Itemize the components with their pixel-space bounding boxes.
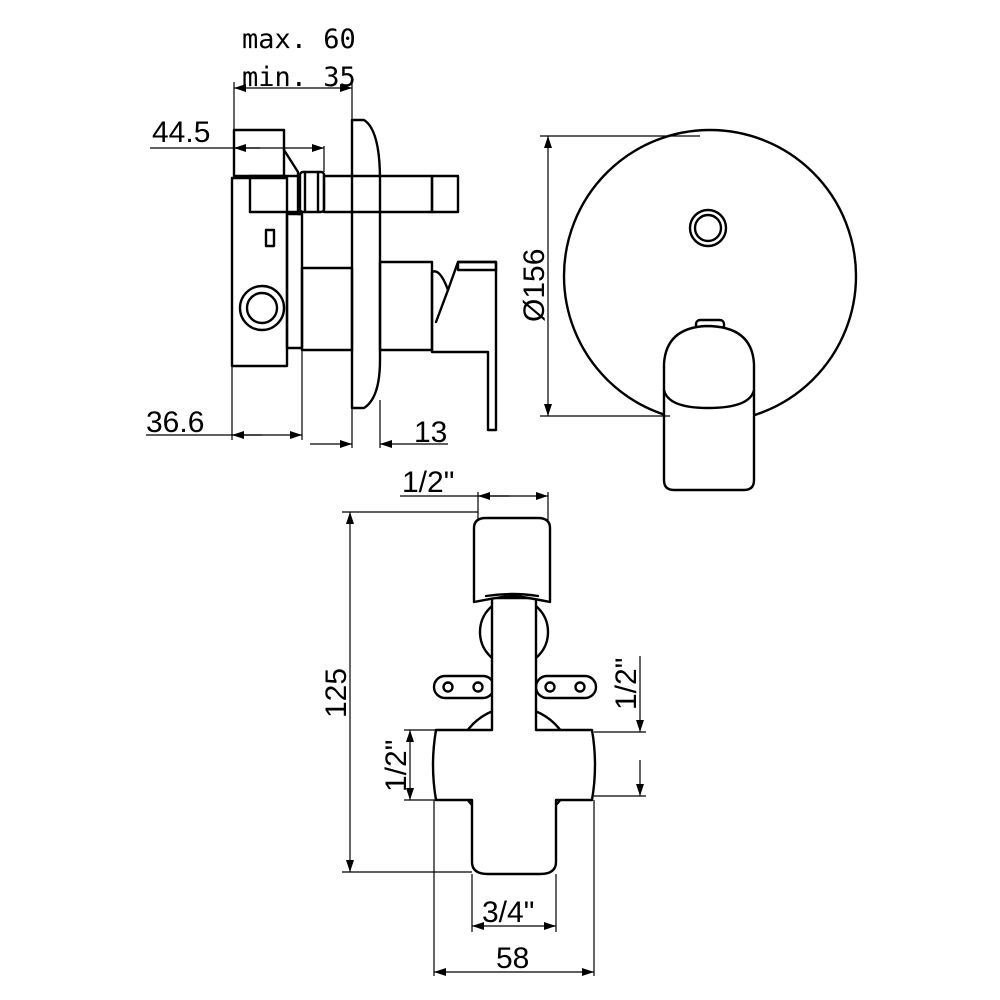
min-depth-label: min. 35 xyxy=(242,62,356,93)
top-outlet-cylinder xyxy=(472,516,552,604)
valve-body xyxy=(230,176,289,368)
top-fitting xyxy=(232,128,286,178)
diverter-stem xyxy=(322,174,434,214)
front-view: Ø156 xyxy=(518,128,858,492)
left-inlet-label: 1/2" xyxy=(380,740,413,792)
body-view xyxy=(431,516,598,876)
inlet-port-inner xyxy=(245,291,279,325)
body-view-dimensions: 1/2" 125 1/2" 1/2" 3/4" 58 xyxy=(320,466,646,976)
cover-plate-profile xyxy=(350,118,382,410)
lever-handle xyxy=(430,260,498,432)
max-depth-label: max. 60 xyxy=(242,24,356,55)
bottom-outlet-label: 3/4" xyxy=(482,896,534,929)
top-fitting-cone xyxy=(282,148,304,216)
indicator-slot xyxy=(264,228,276,248)
valve-body-rear xyxy=(285,212,304,350)
inlet-offset-label: 44.5 xyxy=(152,116,210,149)
inlet-port-outer xyxy=(238,284,286,332)
lever-cap xyxy=(456,260,498,272)
side-view xyxy=(230,118,498,432)
diverter-nut xyxy=(298,170,326,214)
overall-width-label: 58 xyxy=(496,942,529,975)
top-outlet-label: 1/2" xyxy=(402,466,454,499)
cover-offset-label: 13 xyxy=(414,416,447,449)
body-depth-label: 36.6 xyxy=(146,406,204,439)
side-view-dimensions: max. 60 min. 35 44.5 36.6 13 xyxy=(146,24,448,449)
right-inlet-label: 1/2" xyxy=(610,658,643,710)
diverter-button-inner xyxy=(693,213,723,243)
overall-height-label: 125 xyxy=(320,668,353,718)
diverter-knob xyxy=(430,174,460,214)
cross-body xyxy=(431,596,597,876)
plate-diameter-label: Ø156 xyxy=(518,249,551,322)
diverter-button-outer xyxy=(688,208,728,248)
cartridge-housing xyxy=(300,266,354,352)
spindle xyxy=(378,260,434,352)
